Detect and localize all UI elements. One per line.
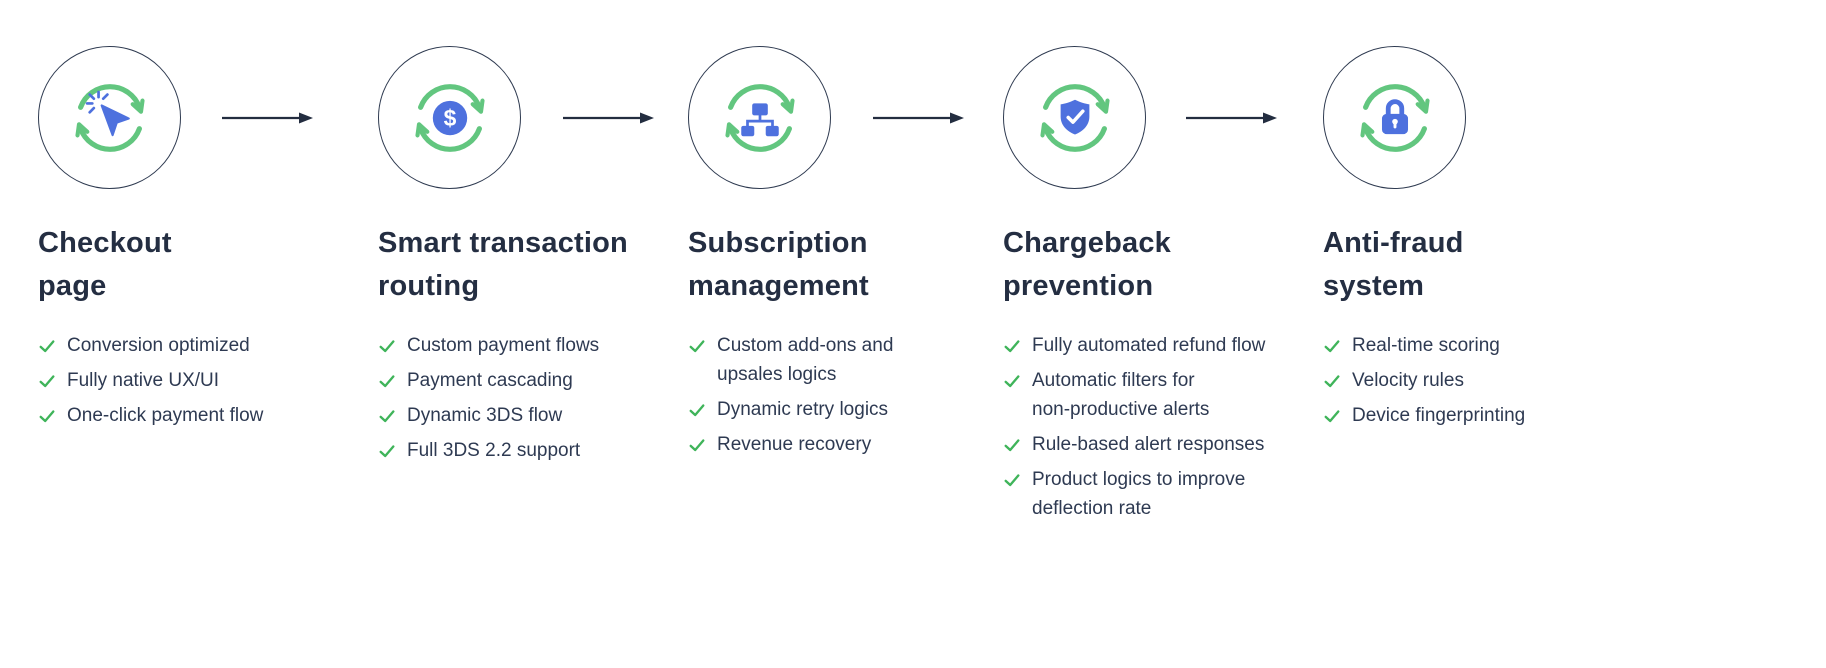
check-icon [379, 340, 395, 353]
list-item: Dynamic 3DS flow [378, 401, 678, 430]
list-item: Custom payment flows [378, 331, 678, 360]
feature-list: Custom payment flows Payment cascading D… [378, 331, 678, 465]
check-icon [1324, 340, 1340, 353]
padlock-cycle-icon [1359, 83, 1430, 152]
svg-text:$: $ [443, 104, 456, 130]
check-icon [1324, 375, 1340, 388]
list-item: Custom add-ons and upsales logics [688, 331, 993, 389]
check-icon [689, 340, 705, 353]
step-title: Checkout page [38, 227, 172, 302]
feature-list: Conversion optimized Fully native UX/UI … [38, 331, 353, 430]
sitemap-cycle-icon [724, 83, 795, 152]
step-badge: $ [378, 46, 521, 189]
step-title: Subscription management [688, 227, 869, 302]
check-icon [689, 404, 705, 417]
right-arrow-icon [873, 112, 964, 124]
check-icon [1004, 439, 1020, 452]
list-item: Automatic filters for non-productive ale… [1003, 366, 1315, 424]
feature-list: Fully automated refund flow Automatic fi… [1003, 331, 1315, 523]
check-icon [379, 375, 395, 388]
step-badge [38, 46, 181, 189]
step-badge [1323, 46, 1466, 189]
list-item: Product logics to improve deflection rat… [1003, 465, 1315, 523]
list-item: Dynamic retry logics [688, 395, 993, 424]
list-item: One-click payment flow [38, 401, 353, 430]
step-title: Chargeback prevention [1003, 227, 1172, 302]
check-icon [379, 445, 395, 458]
step-checkout-page: Checkout page Conversion optimized Fully… [38, 46, 353, 436]
list-item: Rule-based alert responses [1003, 430, 1315, 459]
list-item-label: Rule-based alert responses [1032, 434, 1265, 455]
list-item: Fully native UX/UI [38, 366, 353, 395]
step-badge [1003, 46, 1146, 189]
list-item-label: Revenue recovery [717, 434, 872, 455]
check-icon [689, 439, 705, 452]
check-icon [1004, 340, 1020, 353]
right-arrow-icon [222, 112, 313, 124]
list-item-label: Dynamic retry logics [717, 399, 889, 420]
dollar-cycle-icon: $ [414, 83, 485, 152]
list-item-label: Custom add-ons and upsales logics [717, 335, 894, 385]
right-arrow-icon [1186, 112, 1277, 124]
list-item-label: Device fingerprinting [1352, 405, 1526, 426]
list-item: Full 3DS 2.2 support [378, 436, 678, 465]
list-item-label: Full 3DS 2.2 support [407, 440, 581, 461]
cursor-click-cycle-icon [74, 83, 145, 152]
list-item-label: Automatic filters for non-productive ale… [1032, 370, 1210, 420]
list-item: Conversion optimized [38, 331, 353, 360]
list-item-label: Fully automated refund flow [1032, 335, 1266, 356]
right-arrow-icon [563, 112, 654, 124]
list-item: Fully automated refund flow [1003, 331, 1315, 360]
step-badge [688, 46, 831, 189]
feature-list: Real-time scoring Velocity rules Device … [1323, 331, 1623, 430]
list-item: Velocity rules [1323, 366, 1623, 395]
check-icon [379, 410, 395, 423]
step-smart-transaction-routing: $ Smart transaction routing Custom payme… [378, 46, 678, 471]
feature-list: Custom add-ons and upsales logics Dynami… [688, 331, 993, 459]
step-anti-fraud-system: Anti-fraud system Real-time scoring Velo… [1323, 46, 1623, 436]
shield-check-cycle-icon [1039, 83, 1110, 152]
list-item-label: Velocity rules [1352, 370, 1464, 391]
list-item: Payment cascading [378, 366, 678, 395]
step-title: Anti-fraud system [1323, 227, 1464, 302]
list-item: Device fingerprinting [1323, 401, 1623, 430]
step-title: Smart transaction routing [378, 227, 628, 302]
list-item-label: Fully native UX/UI [67, 370, 220, 391]
check-icon [1004, 474, 1020, 487]
step-subscription-management: Subscription management Custom add-ons a… [688, 46, 993, 465]
check-icon [39, 410, 55, 423]
list-item-label: Real-time scoring [1352, 335, 1500, 356]
list-item-label: Product logics to improve deflection rat… [1032, 469, 1246, 519]
list-item-label: Dynamic 3DS flow [407, 405, 563, 426]
check-icon [1324, 410, 1340, 423]
list-item: Real-time scoring [1323, 331, 1623, 360]
list-item-label: Payment cascading [407, 370, 573, 391]
list-item-label: Custom payment flows [407, 335, 600, 356]
list-item: Revenue recovery [688, 430, 993, 459]
check-icon [1004, 375, 1020, 388]
step-chargeback-prevention: Chargeback prevention Fully automated re… [1003, 46, 1315, 529]
list-item-label: Conversion optimized [67, 335, 250, 356]
list-item-label: One-click payment flow [67, 405, 264, 426]
check-icon [39, 375, 55, 388]
check-icon [39, 340, 55, 353]
